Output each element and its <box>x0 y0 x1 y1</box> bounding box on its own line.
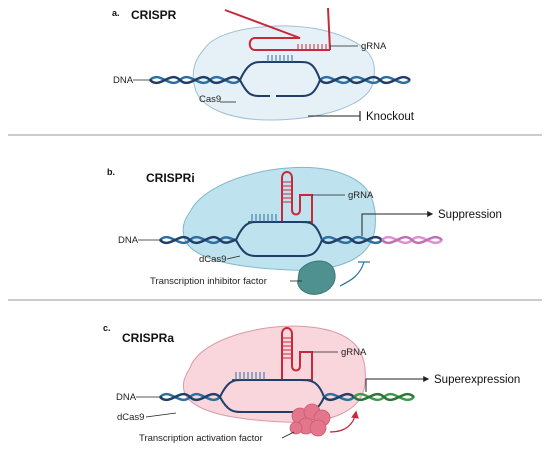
panel-c-factor-label: Transcription activation factor <box>139 433 263 444</box>
panel-a-title: CRISPR <box>131 8 177 22</box>
panel-a-outcome-label: Knockout <box>366 111 415 123</box>
activation-arrow <box>329 410 359 433</box>
expressed-dna-strand-2 <box>353 392 415 402</box>
grna-hairpin <box>248 171 313 223</box>
panel-b-protein-label: dCas9 <box>199 254 226 265</box>
dna-pairing-ticks-b <box>251 214 277 222</box>
dcas9-protein <box>182 166 376 271</box>
panel-b-factor-label: Transcription inhibitor factor <box>150 276 267 287</box>
dna-cut-right <box>276 79 321 97</box>
protein-leader-c <box>145 412 177 418</box>
panel-a-protein-label: Cas9 <box>199 94 221 105</box>
panel-b-outcome-label: Suppression <box>438 209 502 221</box>
dna-left-strand-c2 <box>159 392 221 402</box>
panel-b-letter: b. <box>107 167 115 177</box>
dna-left-strand-2 <box>149 75 241 85</box>
dcas9-protein-c <box>182 325 366 423</box>
cas9-protein <box>192 25 376 121</box>
dna-right-strand-c2 <box>323 392 355 402</box>
panel-a-crispr: a. CRISPR gRNA DNA Cas9 <box>112 7 415 123</box>
panel-c-protein-label: dCas9 <box>117 412 144 423</box>
panel-a-dna-label: DNA <box>113 75 134 86</box>
dna-bubble-top <box>239 61 321 81</box>
panel-b-title: CRISPRi <box>146 171 195 185</box>
panel-c-dna-label: DNA <box>116 392 137 403</box>
activator-factor-blob <box>289 403 331 437</box>
factor-leader-c <box>281 431 295 439</box>
superexpression-arrow <box>365 376 430 392</box>
dna-bubble-top-c <box>219 379 325 398</box>
dna-left-strand-b2 <box>159 235 237 245</box>
dna-right-strand-b2 <box>321 235 383 245</box>
panel-a-letter: a. <box>112 8 120 18</box>
inhibitor-factor-blob <box>297 260 336 295</box>
panel-b-dna-label: DNA <box>118 235 139 246</box>
dna-right-strand-2 <box>319 75 411 85</box>
grna-hairpin-c <box>232 327 313 381</box>
panel-c-letter: c. <box>103 323 111 333</box>
suppressed-dna-strand-2 <box>381 235 443 245</box>
panel-a-grna-label: gRNA <box>361 41 387 52</box>
grna-strand <box>224 9 330 51</box>
dna-cut-left <box>239 79 270 97</box>
panel-b-crispri: b. CRISPRi gRNA DNA dCas9 <box>107 166 502 295</box>
grna-pairing-ticks <box>297 44 327 51</box>
dna-pairing-ticks <box>267 55 293 62</box>
grna-hairpin-ticks-c <box>282 337 292 359</box>
suppression-arrow <box>361 211 434 236</box>
panel-c-outcome-label: Superexpression <box>434 374 520 386</box>
dna-bubble-top-b <box>235 221 323 241</box>
dna-pairing-ticks-c <box>235 372 265 380</box>
grna-stem <box>327 7 331 51</box>
grna-hairpin-ticks <box>282 181 292 203</box>
dna-bubble-bottom-b <box>235 239 323 257</box>
inhibition-curve <box>339 261 365 287</box>
protein-leader-b <box>226 255 241 260</box>
panel-c-grna-label: gRNA <box>341 347 367 358</box>
panel-c-crispra: c. CRISPRa gRNA DNA dCas9 <box>103 323 520 444</box>
panel-c-title: CRISPRa <box>122 331 174 345</box>
panel-b-grna-label: gRNA <box>348 190 374 201</box>
